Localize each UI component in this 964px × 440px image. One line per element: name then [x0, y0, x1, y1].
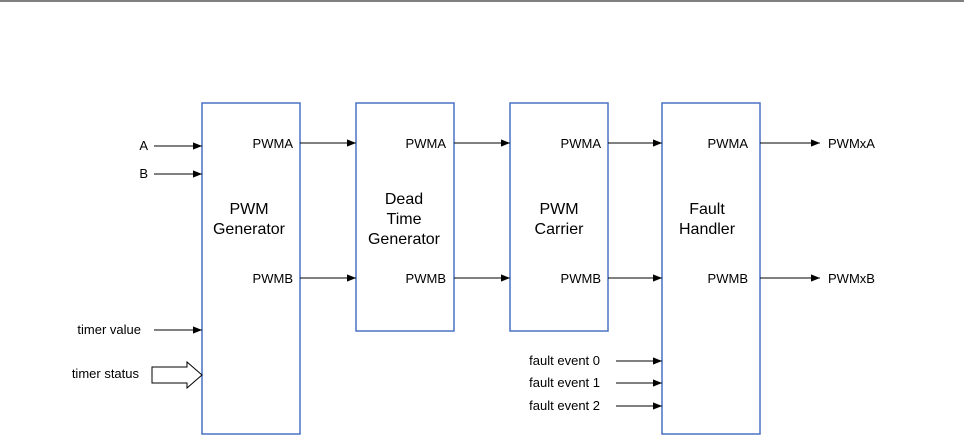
input-b-label: B	[139, 166, 148, 181]
pwm-carrier-title-1: PWM	[539, 201, 578, 218]
fault-handler-title-2: Handler	[679, 221, 736, 238]
fault-handler-title-1: Fault	[689, 201, 725, 218]
fault-event-1-label: fault event 1	[529, 375, 600, 390]
input-a-label: A	[139, 138, 148, 153]
pwm-generator-title-1: PWM	[229, 201, 268, 218]
timer-status-label: timer status	[72, 366, 140, 381]
pwm-carrier-port-pwmb: PWMB	[561, 271, 601, 286]
dead-time-generator-block	[355, 102, 455, 332]
output-pwmxb-label: PWMxB	[828, 271, 875, 286]
pwm-generator-port-pwmb: PWMB	[253, 271, 293, 286]
pwm-generator-port-pwma: PWMA	[253, 136, 294, 151]
fault-handler-port-pwma: PWMA	[708, 136, 749, 151]
dead-time-title-1: Dead	[385, 191, 423, 208]
dead-time-port-pwmb: PWMB	[406, 271, 446, 286]
fault-handler-port-pwmb: PWMB	[708, 271, 748, 286]
pwm-generator-block	[201, 102, 301, 435]
pwm-carrier-block	[509, 102, 609, 332]
timer-value-label: timer value	[77, 322, 141, 337]
dead-time-port-pwma: PWMA	[406, 136, 447, 151]
dead-time-title-2: Time	[387, 211, 422, 228]
timer-status-bus-arrow	[151, 360, 203, 390]
pwm-generator-title-2: Generator	[213, 221, 286, 238]
fault-event-0-label: fault event 0	[529, 353, 600, 368]
fault-handler-block	[661, 102, 761, 435]
fault-event-2-label: fault event 2	[529, 398, 600, 413]
pwm-carrier-title-2: Carrier	[535, 221, 585, 238]
dead-time-title-3: Generator	[368, 231, 441, 248]
pwm-carrier-port-pwma: PWMA	[561, 136, 602, 151]
output-pwmxa-label: PWMxA	[828, 136, 875, 151]
